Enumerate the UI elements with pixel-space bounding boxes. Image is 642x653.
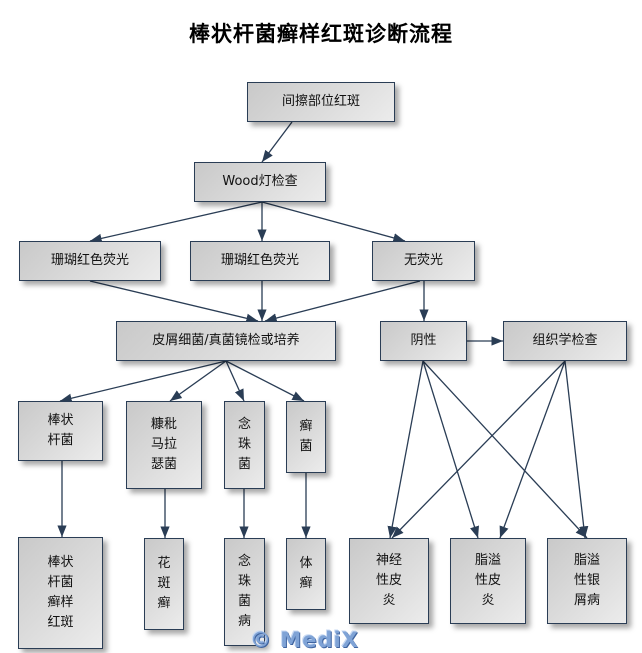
node-dermatophyte: 癣 菌 bbox=[286, 401, 326, 473]
node-label: 组织学检查 bbox=[532, 333, 598, 348]
node-erythrasma: 棒状 杆菌 癣样 红斑 bbox=[18, 537, 103, 649]
node-label: 念 珠 菌 病 bbox=[237, 554, 251, 629]
node-coral-red-fluorescence-1: 珊瑚红色荧光 bbox=[19, 241, 161, 281]
edge-negative-to-seb_dermatitis bbox=[422, 360, 479, 539]
node-label: 花 斑 癣 bbox=[157, 556, 171, 611]
edge-histology-to-neurodermatitis bbox=[391, 360, 566, 539]
node-label: 糠秕 马拉 瑟菌 bbox=[150, 417, 177, 472]
node-label: 棒状 杆菌 bbox=[47, 413, 74, 448]
edge-microscopy-to-malassezia bbox=[169, 360, 227, 402]
node-seborrheic-dermatitis: 脂溢 性皮 炎 bbox=[450, 538, 526, 624]
node-microscopy-or-culture: 皮屑细菌/真菌镜检或培养 bbox=[116, 321, 336, 361]
node-sebopsoriasis: 脂溢 性银 屑病 bbox=[547, 538, 627, 624]
edge-microscopy-to-coryne bbox=[59, 360, 227, 403]
node-candidiasis: 念 珠 菌 病 bbox=[224, 538, 265, 646]
node-wood-lamp-exam: Wood灯检查 bbox=[194, 162, 326, 202]
node-candida: 念 珠 菌 bbox=[224, 401, 265, 489]
node-label: 体 癣 bbox=[299, 556, 313, 591]
edge-nofluor-to-microscopy bbox=[264, 280, 421, 323]
node-label: 癣 菌 bbox=[299, 419, 313, 454]
node-label: 神经 性皮 炎 bbox=[375, 553, 402, 608]
node-coral-red-fluorescence-2: 珊瑚红色荧光 bbox=[190, 241, 330, 281]
node-label: 珊瑚红色荧光 bbox=[220, 253, 299, 268]
edge-coral1-to-microscopy bbox=[89, 280, 259, 323]
node-label: 无荧光 bbox=[403, 253, 443, 268]
edge-histology-to-seb_dermatitis bbox=[499, 360, 566, 539]
edge-negative-to-seb_psoriasis bbox=[422, 360, 588, 539]
node-tinea-corporis: 体 癣 bbox=[286, 538, 326, 610]
node-label: 念 珠 菌 bbox=[237, 417, 251, 472]
edge-intertrigo-to-wood bbox=[261, 121, 293, 163]
node-label: 间擦部位红斑 bbox=[281, 94, 360, 109]
edge-microscopy-to-candida bbox=[225, 360, 245, 402]
node-neurodermatitis: 神经 性皮 炎 bbox=[349, 538, 429, 624]
node-malassezia: 糠秕 马拉 瑟菌 bbox=[126, 401, 202, 489]
node-negative: 阴性 bbox=[380, 321, 467, 361]
node-label: Wood灯检查 bbox=[222, 174, 298, 189]
edge-wood-to-nofluor bbox=[261, 201, 406, 243]
node-corynebacterium: 棒状 杆菌 bbox=[18, 401, 103, 461]
diagram-title: 棒状杆菌癣样红斑诊断流程 bbox=[189, 22, 453, 46]
edge-negative-to-neurodermatitis bbox=[387, 360, 424, 539]
node-label: 棒状 杆菌 癣样 红斑 bbox=[47, 555, 74, 630]
node-label: 脂溢 性银 屑病 bbox=[573, 553, 600, 608]
edge-microscopy-to-dermatophyte bbox=[225, 360, 305, 402]
edge-wood-to-coral1 bbox=[89, 201, 263, 243]
node-label: 皮屑细菌/真菌镜检或培养 bbox=[152, 333, 300, 348]
edge-histology-to-seb_psoriasis bbox=[564, 360, 589, 539]
node-label: 珊瑚红色荧光 bbox=[50, 253, 129, 268]
node-intertrigo-erythema: 间擦部位红斑 bbox=[247, 82, 395, 122]
node-histology-exam: 组织学检查 bbox=[503, 321, 627, 361]
node-no-fluorescence: 无荧光 bbox=[372, 241, 475, 281]
node-label: 脂溢 性皮 炎 bbox=[474, 553, 501, 608]
node-tinea-versicolor: 花 斑 癣 bbox=[144, 538, 184, 630]
node-label: 阴性 bbox=[410, 333, 437, 348]
medix-watermark: © MediX bbox=[250, 628, 359, 652]
